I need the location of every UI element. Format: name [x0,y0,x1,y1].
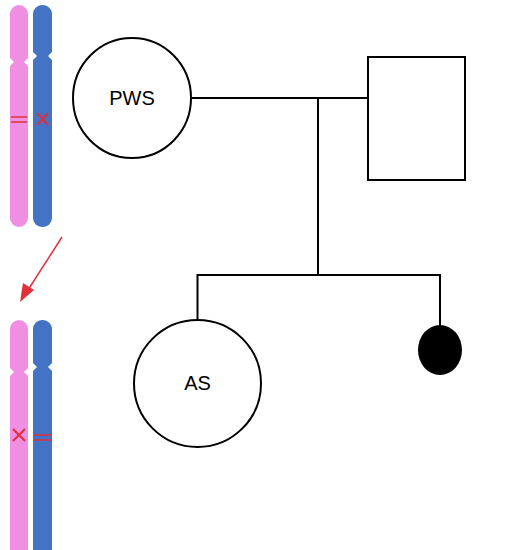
paternal-chromosome [33,320,52,550]
node-label: AS [184,372,211,395]
maternal-chromosome [10,320,28,550]
centromere [33,363,52,371]
inheritance-arrow [20,237,62,302]
child-chromosomes [10,320,52,550]
female-symbol: PWS [72,37,192,159]
gene-mark [11,121,27,123]
gene-mark [34,439,51,441]
deletion-mark [13,429,25,441]
gene-mark [11,116,27,118]
mating-line [318,97,368,99]
descent-line [192,98,318,319]
sibship-line [318,275,440,326]
gene-mark [34,434,51,436]
deletion-mark [37,113,48,125]
maternal-chromosome [10,5,28,227]
centromere [10,58,28,66]
centromere [33,52,52,60]
parent-chromosomes [10,5,52,227]
centromere [10,368,28,376]
male-symbol [368,57,465,180]
node-label: PWS [109,87,155,110]
paternal-chromosome [33,5,52,227]
circle-shape [73,38,191,158]
circle-shape [134,320,261,447]
affected-sibling [418,325,462,375]
female-symbol: AS [133,319,262,448]
